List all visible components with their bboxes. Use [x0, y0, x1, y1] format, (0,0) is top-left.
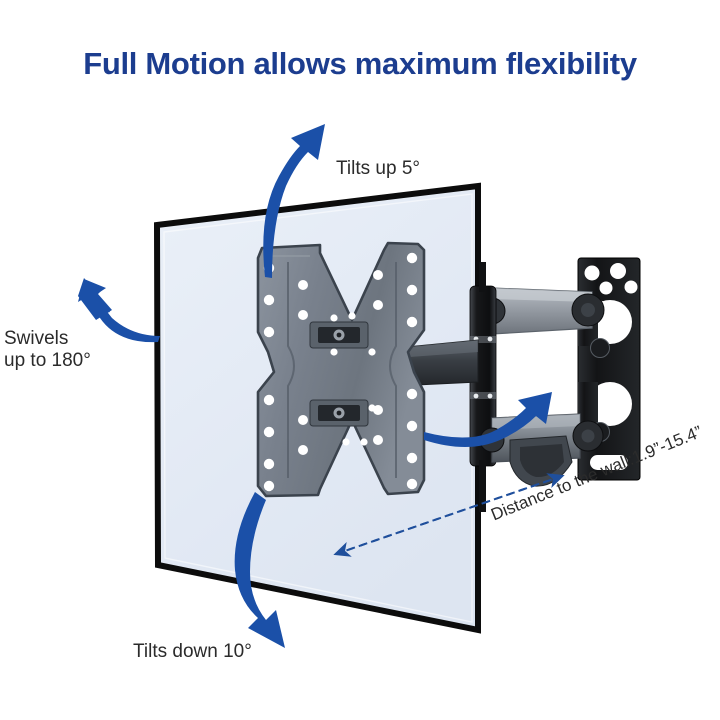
tilt-down-arrow — [234, 492, 285, 648]
upper-extension-arm — [478, 287, 605, 335]
swivel-left-arrow — [78, 278, 160, 343]
page-title: Full Motion allows maximum flexibility — [83, 46, 637, 81]
upper-clamp-fixture — [309, 321, 369, 349]
distance-dimension-arrow — [333, 473, 565, 557]
vesa-bracket-plate — [256, 241, 426, 498]
callout-tilt-down: Tilts down 10° — [133, 641, 252, 662]
lower-clamp-fixture — [309, 399, 369, 427]
swivel-right-arrow — [424, 392, 552, 447]
callout-tilt-up: Tilts up 5° — [336, 158, 420, 179]
tilt-up-arrow — [263, 124, 325, 278]
vertical-pivot-post — [469, 262, 497, 512]
callout-swivel: Swivels up to 180° — [4, 328, 91, 372]
